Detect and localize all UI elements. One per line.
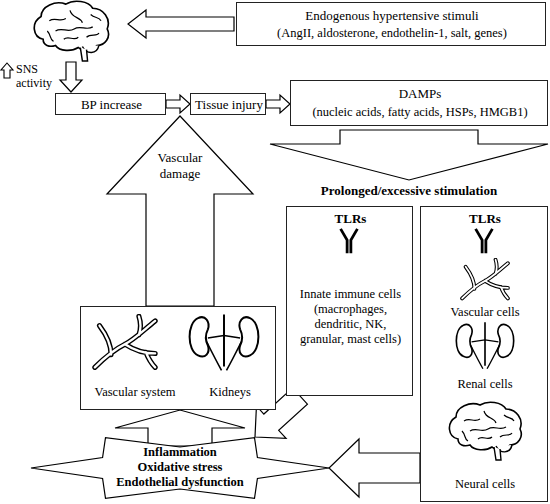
process-box: DAMPs (nucleic acids, fatty acids, HSPs, … [290, 80, 548, 126]
box-text: (AngII, aldosterone, endothelin-1, salt,… [237, 26, 547, 41]
process-box: Tissue injury [190, 93, 266, 115]
box-text: Oxidative stress [30, 460, 330, 475]
hollow-arrow [166, 95, 190, 113]
kidney-icon [190, 314, 259, 370]
box-text: Tissue injury [191, 97, 267, 113]
stimulus-box: Endogenous hypertensive stimuli (AngII, a… [236, 2, 546, 46]
up-arrow-symbol [1, 63, 13, 78]
box-text: TLRs [287, 211, 414, 227]
block-arrow: Prolonged/excessive stimulation [270, 130, 548, 202]
box-text: Endothelial dysfunction [30, 475, 330, 490]
box-text: Neural cells [421, 477, 549, 492]
vessel-icon [95, 316, 155, 367]
node-outline [106, 116, 254, 306]
box-text: Vascular system [85, 385, 185, 400]
block-arrow: Vascular damage [106, 116, 254, 306]
box-text: (nucleic acids, fatty acids, HSPs, HMGB1… [291, 105, 549, 120]
brain-icon [449, 402, 521, 460]
process-box: BP increase [55, 93, 166, 115]
box-text: Renal cells [421, 377, 549, 392]
cell-box: TLRsVascular cellsRenal cellsNeural cell… [420, 206, 548, 502]
vessel-icon [462, 260, 508, 299]
star-outline [31, 438, 329, 499]
hollow-arrow [329, 439, 420, 497]
box-text: Endogenous hypertensive stimuli [237, 8, 547, 24]
cell-box: TLRsInnate immune cells (macrophages, de… [286, 206, 413, 396]
hollow-arrow [115, 410, 245, 446]
box-text: DAMPs [291, 86, 549, 102]
hollow-arrow [128, 10, 234, 38]
receptor-icon [341, 229, 358, 253]
kidney-icon [456, 322, 513, 369]
box-text: Inflammation [30, 445, 330, 460]
box-text: Vascular cells [421, 305, 549, 320]
star-shape: InflammationOxidative stressEndothelial … [30, 432, 330, 504]
box-text: Vascular damage [140, 150, 220, 181]
organ-box: Vascular systemKidneys [80, 306, 276, 410]
receptor-icon [476, 229, 493, 253]
hollow-arrow [60, 62, 82, 92]
brain-icon [34, 1, 108, 61]
box-text: Innate immune cells (macrophages, dendri… [292, 287, 409, 347]
annotation-label: SNS activity [16, 62, 56, 91]
arrow-outline [107, 116, 253, 306]
box-text: BP increase [56, 97, 167, 113]
box-text: TLRs [421, 211, 549, 227]
box-text: Prolonged/excessive stimulation [270, 183, 548, 199]
hollow-arrow [266, 95, 290, 113]
arrow-outline [270, 130, 548, 180]
box-text: Kidneys [187, 385, 273, 400]
